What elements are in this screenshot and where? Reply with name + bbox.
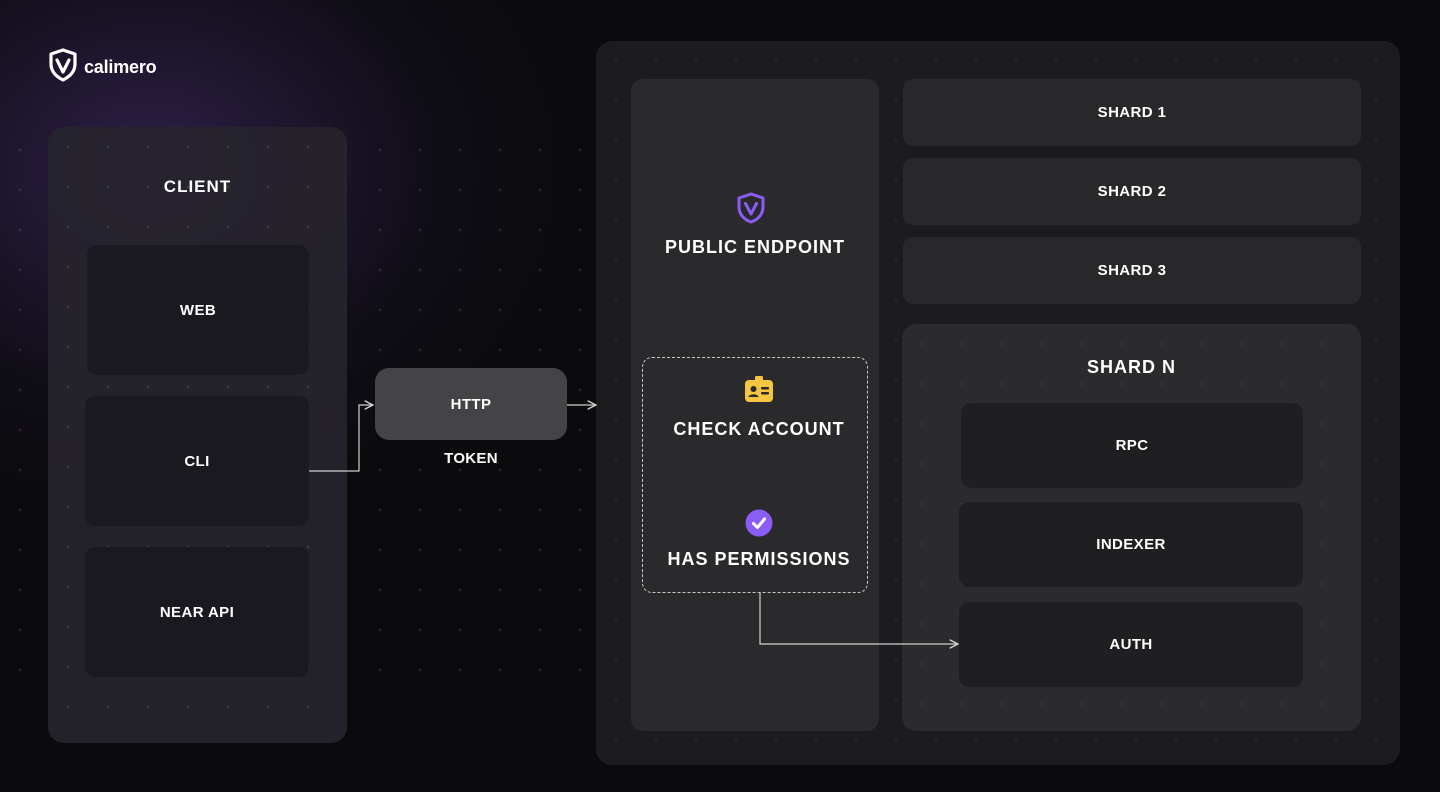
client-item-web: WEB	[87, 245, 309, 375]
shard-n-title: SHARD N	[1086, 357, 1176, 377]
public-endpoint-title: PUBLIC ENDPOINT	[664, 237, 845, 257]
id-card-icon	[745, 376, 773, 407]
cli-to-http-line	[309, 405, 373, 472]
shield-logo-icon	[48, 48, 78, 87]
shard-2: SHARD 2	[903, 158, 1361, 225]
token-label: TOKEN	[444, 450, 498, 467]
client-item-cli: CLI	[85, 396, 309, 526]
shard-n-auth: AUTH	[959, 602, 1303, 687]
shard-n-indexer: INDEXER	[959, 502, 1303, 587]
check-group	[642, 357, 868, 593]
shard-1: SHARD 1	[903, 79, 1361, 146]
shard-3: SHARD 3	[903, 237, 1361, 304]
brand-logo: calimero	[48, 48, 157, 87]
has-permissions-label: HAS PERMISSIONS	[667, 549, 851, 569]
shard-n-rpc: RPC	[961, 403, 1303, 488]
check-account-label: CHECK ACCOUNT	[673, 419, 845, 439]
client-title: CLIENT	[163, 177, 232, 196]
permissions-to-auth-line	[759, 592, 958, 644]
brand-name: calimero	[84, 57, 157, 77]
client-item-near-api: NEAR API	[85, 547, 309, 677]
shield-icon	[735, 192, 767, 229]
public-endpoint-column	[631, 79, 879, 731]
http-box: HTTP	[375, 368, 567, 440]
check-circle-icon	[745, 509, 773, 542]
